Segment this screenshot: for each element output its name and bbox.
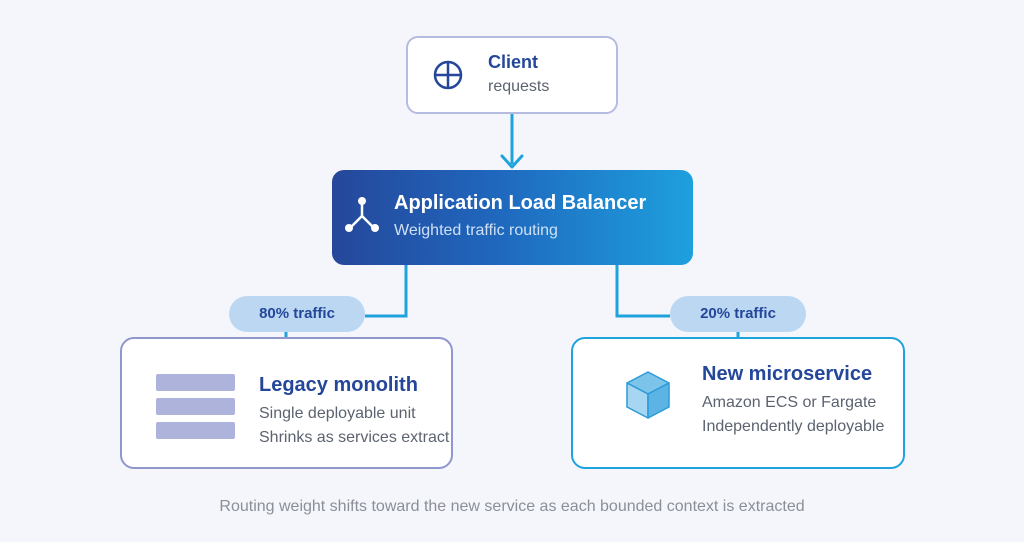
legacy-line-1: Single deployable unit: [259, 405, 416, 422]
legacy-traffic-pill: 80% traffic: [229, 296, 365, 332]
microservice-line-2: Independently deployable: [702, 418, 885, 435]
legacy-title: Legacy monolith: [259, 374, 418, 396]
legacy-monolith-node: Legacy monolith Single deployable unit S…: [120, 337, 453, 469]
load-balancer-title: Application Load Balancer: [394, 192, 647, 214]
cube-icon: [626, 371, 670, 419]
fork-icon: [345, 197, 379, 232]
alb-to-micro-connector: [615, 265, 670, 318]
microservice-line-1: Amazon ECS or Fargate: [702, 394, 877, 411]
diagram-caption: Routing weight shifts toward the new ser…: [219, 498, 805, 515]
client-title: Client: [488, 52, 539, 72]
microservice-node: New microservice Amazon ECS or Fargate I…: [571, 337, 905, 469]
client-subtitle: requests: [488, 78, 550, 95]
globe-icon: [433, 60, 463, 90]
micro-traffic-pill: 20% traffic: [670, 296, 806, 332]
load-balancer-node: Application Load Balancer Weighted traff…: [332, 170, 693, 265]
client-to-alb-arrowhead: [500, 154, 524, 169]
client-node: Client requests: [406, 36, 618, 114]
legacy-line-2: Shrinks as services extract: [259, 429, 450, 446]
load-balancer-subtitle: Weighted traffic routing: [394, 222, 558, 239]
microservice-title: New microservice: [702, 363, 873, 385]
stack-icon: [156, 374, 235, 439]
alb-to-legacy-connector: [365, 265, 408, 318]
